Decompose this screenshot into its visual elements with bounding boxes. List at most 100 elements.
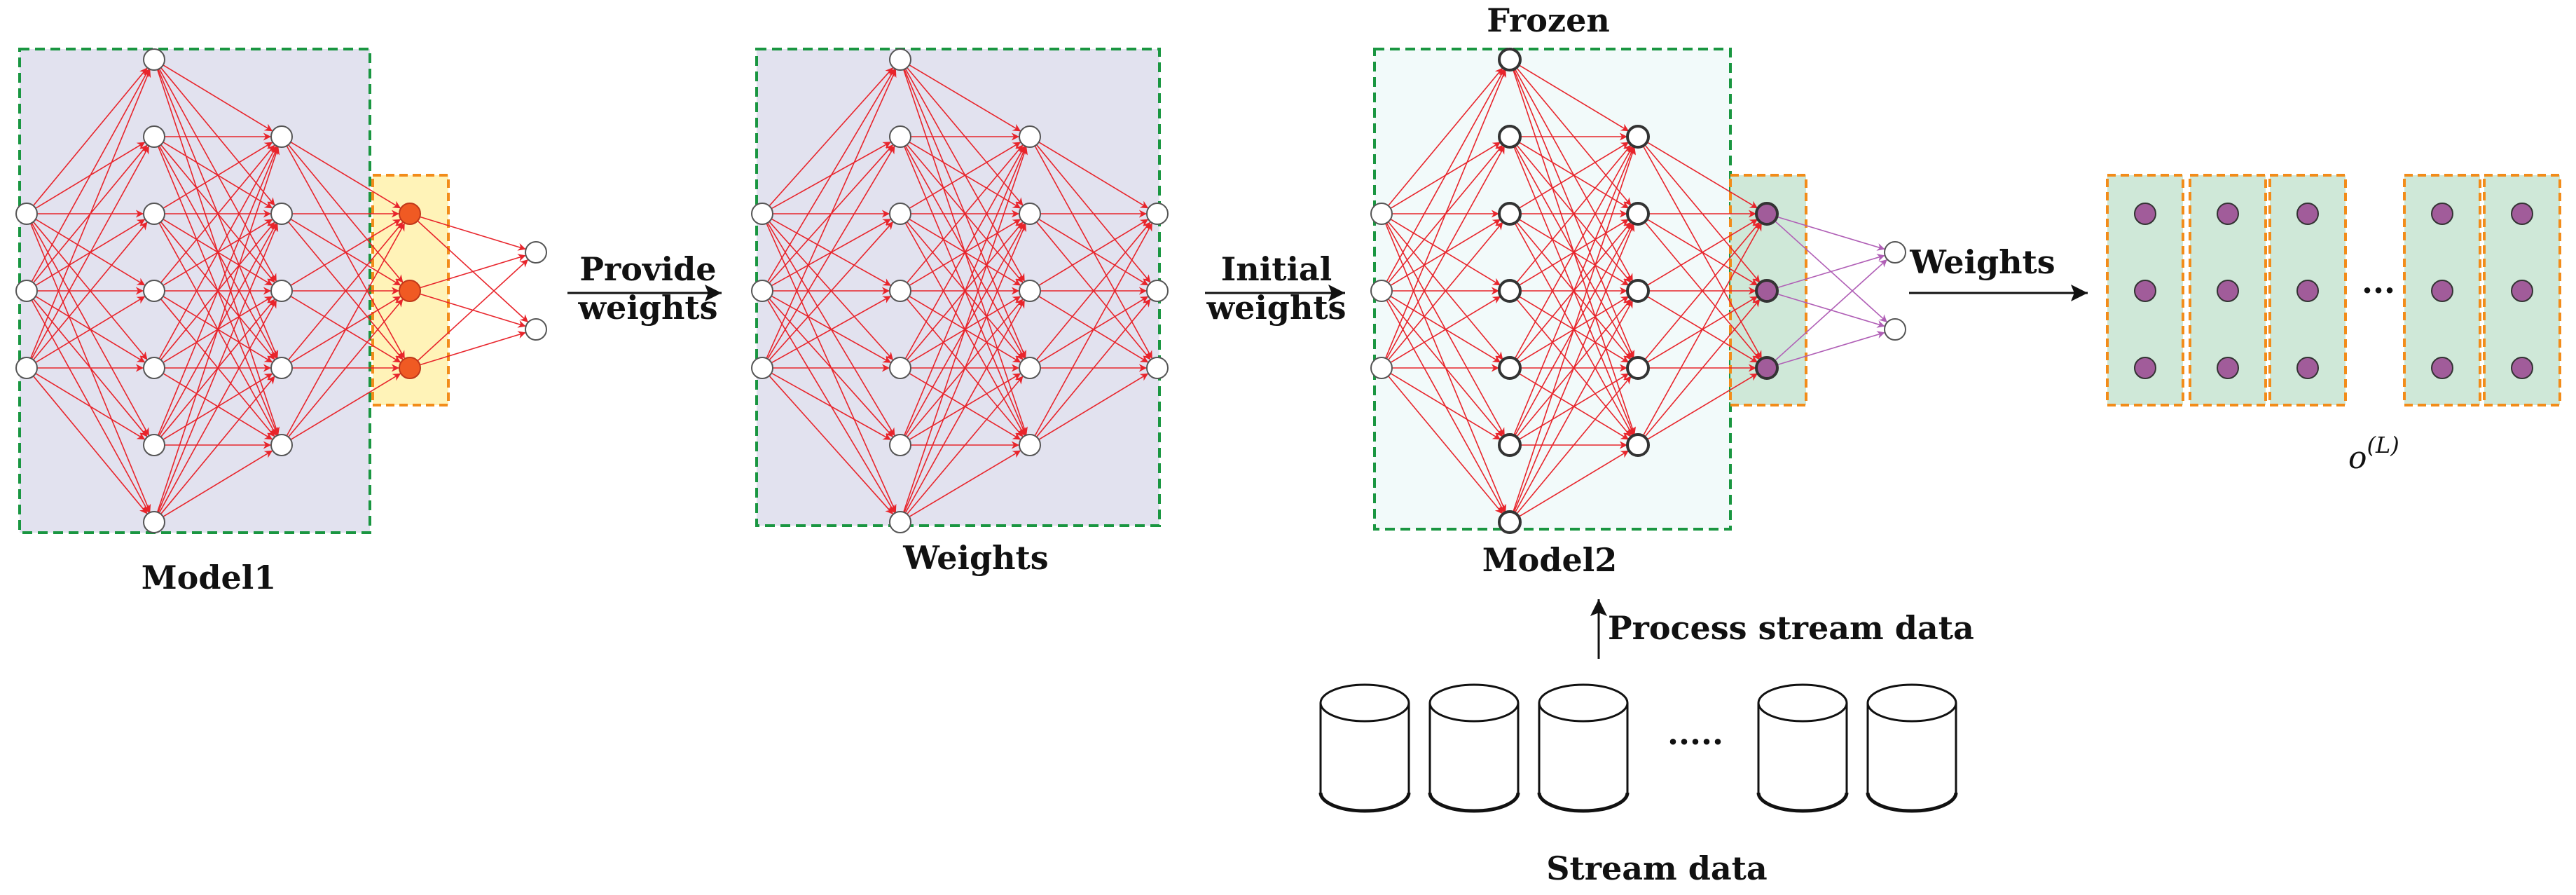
- model2-connection: [1644, 298, 1761, 438]
- model2-connection: [1386, 68, 1506, 282]
- weights-connection: [771, 295, 892, 364]
- weights-node: [889, 48, 911, 71]
- model2-node: [1626, 202, 1650, 226]
- weights-connection: [1038, 142, 1149, 209]
- weights-node: [1019, 280, 1041, 302]
- model1-node: [399, 280, 421, 302]
- output-node: [2296, 357, 2319, 379]
- model1-node: [143, 511, 165, 533]
- model2-connection: [1513, 223, 1635, 513]
- weights-node: [1146, 203, 1169, 225]
- weights-connection: [1038, 219, 1149, 286]
- stream-data-label: Stream data: [1546, 849, 1768, 887]
- model2-node: [1498, 510, 1522, 534]
- model2-node: [1498, 202, 1522, 226]
- output-node: [2217, 280, 2239, 302]
- model2-connection: [1512, 146, 1637, 513]
- weights-node: [889, 125, 911, 148]
- model1-node: [270, 434, 293, 456]
- model2-connection: [1390, 373, 1501, 440]
- weights-node: [751, 357, 773, 379]
- model1-connection: [32, 67, 149, 206]
- model2-box: [1373, 48, 1732, 531]
- model2-connection: [1387, 376, 1504, 514]
- weights-connection: [903, 146, 1028, 513]
- weights-connection: [907, 144, 1024, 284]
- model2-connection: [1774, 259, 1888, 362]
- model2-node: [1626, 125, 1650, 149]
- model2-node: [1370, 357, 1393, 379]
- model2-connection: [1518, 450, 1630, 517]
- weights-connection: [904, 299, 1026, 514]
- model2-node: [1884, 318, 1906, 341]
- model1-label: Model1: [142, 559, 277, 596]
- model2-node: [1755, 202, 1779, 226]
- model1-node: [143, 125, 165, 148]
- model1-connection: [31, 68, 150, 282]
- model2-connection: [1777, 254, 1885, 289]
- model2-connection: [1514, 299, 1634, 514]
- model1-node: [143, 280, 165, 302]
- model1-node: [143, 203, 165, 225]
- model2-connection: [1644, 221, 1761, 361]
- model1-connection: [420, 254, 526, 289]
- model1-connection: [420, 216, 526, 251]
- initial-label-line1: Initial: [1221, 250, 1332, 288]
- weights-connection: [1035, 221, 1152, 360]
- model2-network: [1370, 48, 1906, 534]
- output-node: [2296, 203, 2319, 225]
- model2-connection: [1515, 376, 1632, 514]
- initial-label-line2: weights: [1206, 289, 1346, 327]
- model2-node: [1498, 279, 1522, 303]
- frozen-label: Frozen: [1487, 1, 1610, 39]
- weights-connection: [904, 146, 1027, 436]
- model1-node: [270, 357, 293, 379]
- model2-connection: [1385, 69, 1507, 359]
- model1-node: [143, 357, 165, 379]
- weights-node: [751, 203, 773, 225]
- weights-node: [889, 434, 911, 456]
- model2-connection: [1646, 219, 1758, 286]
- model1-connection: [31, 145, 150, 360]
- model1-connection: [287, 221, 404, 360]
- weights-connection: [1034, 222, 1153, 437]
- model1-connection: [160, 376, 276, 514]
- output-symbol: o(L): [2348, 432, 2399, 476]
- model2-node: [1884, 241, 1906, 264]
- model2-node: [1755, 279, 1779, 303]
- weights-connection: [909, 64, 1021, 132]
- weights-connection: [766, 69, 897, 359]
- weights-connection: [767, 145, 895, 360]
- model2-connection: [1518, 142, 1630, 209]
- model1-node: [143, 48, 165, 71]
- output-node: [2511, 357, 2533, 379]
- weights-node: [1019, 434, 1041, 456]
- weights-connection: [769, 221, 894, 361]
- weights-connection: [767, 68, 895, 282]
- model1-connection: [287, 299, 404, 437]
- model1-node: [270, 203, 293, 225]
- process-stream-label: Process stream data: [1608, 609, 1974, 647]
- model2-connection: [1646, 142, 1758, 209]
- weights-connection: [909, 449, 1021, 518]
- model2-connection: [1387, 221, 1504, 360]
- output-node: [2431, 203, 2453, 225]
- model2-node: [1498, 48, 1522, 71]
- model2-node: [1626, 433, 1650, 457]
- model1-node: [525, 241, 547, 264]
- model2-connection: [1777, 216, 1885, 251]
- provide-label-line2: weights: [577, 289, 717, 327]
- weights-connection: [904, 145, 1026, 360]
- model2-connection: [1515, 144, 1632, 283]
- column-ellipsis: ...: [2362, 263, 2395, 301]
- model1-node: [525, 318, 547, 341]
- weights-node: [889, 511, 911, 533]
- model1-connection: [290, 219, 401, 286]
- model1-node: [15, 203, 38, 225]
- weights-connection: [909, 141, 1021, 210]
- model1-connection: [157, 146, 279, 436]
- model1-connection: [157, 223, 279, 513]
- model2-connection: [1518, 64, 1630, 132]
- weights-node: [889, 203, 911, 225]
